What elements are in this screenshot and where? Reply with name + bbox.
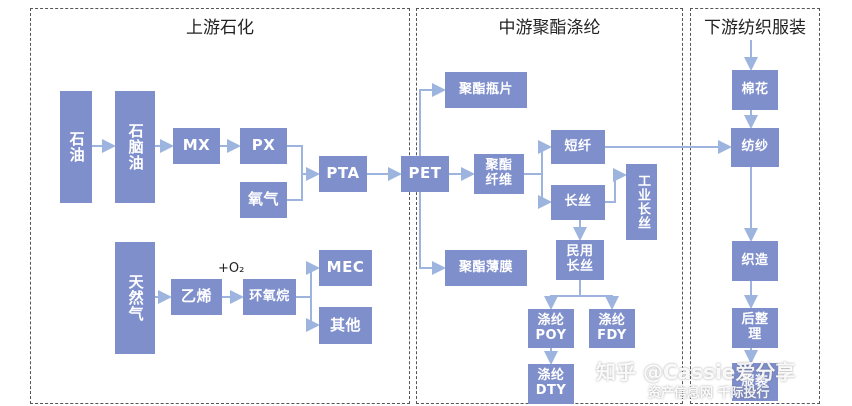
node-other: 其他 [319, 307, 372, 344]
downstream-section: 下游纺织服装 [690, 8, 820, 404]
downstream-title: 下游纺织服装 [704, 18, 806, 38]
node-crude-oil: 石油 [60, 91, 92, 203]
upstream-section: 上游石化 [30, 8, 410, 404]
watermark-sub: 资产信息网 千际投行 [648, 386, 770, 401]
node-pta: PTA [319, 156, 367, 192]
node-staple-fiber: 短纤 [551, 130, 605, 164]
node-cotton: 棉花 [732, 70, 778, 110]
upstream-title: 上游石化 [186, 18, 254, 38]
node-finishing: 后整 理 [732, 308, 778, 348]
node-dty: 涤纶 DTY [528, 364, 574, 404]
watermark-main: 知乎 @Cassie爱分享 [596, 360, 796, 384]
node-pet: PET [401, 156, 449, 192]
midstream-title: 中游聚酯涤纶 [498, 18, 601, 38]
node-garment: 服装 [732, 363, 778, 401]
node-oxygen: 氧气 [240, 182, 287, 218]
node-civil-filament: 民用 长丝 [556, 240, 604, 280]
node-natural-gas: 天然气 [115, 242, 155, 354]
node-poy: 涤纶 POY [528, 309, 574, 348]
node-polyester-film: 聚酯薄膜 [445, 250, 527, 286]
node-mx: MX [173, 128, 220, 164]
node-bottle-chip: 聚酯瓶片 [445, 72, 527, 108]
node-spinning: 纺纱 [731, 128, 779, 167]
node-mec: MEC [319, 250, 372, 286]
node-filament: 长丝 [551, 185, 605, 220]
node-industrial-filament: 工业长丝 [626, 164, 657, 240]
node-ethylene: 乙烯 [171, 279, 222, 315]
node-px: PX [240, 128, 287, 164]
node-weaving: 织造 [732, 241, 778, 281]
node-ethylene-oxide: 环氧烷 [243, 279, 296, 315]
node-polyester-fiber: 聚酯 纤维 [474, 154, 524, 194]
node-naphtha: 石脑油 [115, 91, 155, 203]
oxygen-plus-label: +O₂ [218, 261, 245, 276]
node-fdy: 涤纶 FDY [589, 309, 635, 348]
